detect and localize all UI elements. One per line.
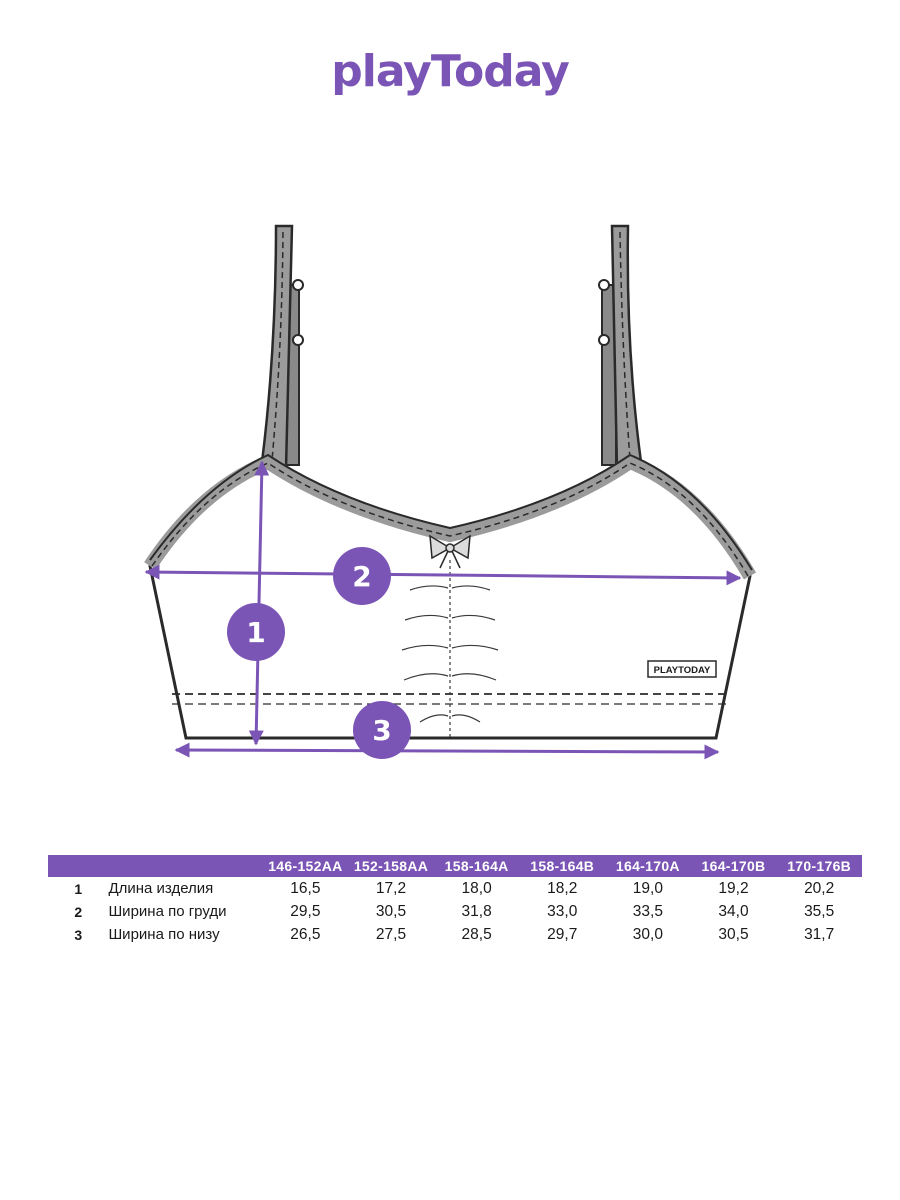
brand-tag-text: PLAYTODAY (654, 665, 711, 676)
row-label: Длина изделия (108, 880, 214, 897)
table-cell: 30,5 (375, 902, 407, 920)
size-column-header: 158-164A (433, 855, 520, 877)
brand-logo-text: playToday (331, 46, 570, 97)
row-number: 1 (74, 880, 83, 897)
marker-1-label: 1 (246, 616, 265, 649)
brand-logo: playToday (0, 50, 900, 94)
table-cell: 18,0 (461, 879, 492, 897)
row-number: 2 (74, 903, 83, 920)
table-cell: 35,5 (804, 902, 835, 920)
table-cell: 19,0 (632, 879, 663, 897)
table-cell: 34,0 (718, 902, 749, 920)
table-row: 2 Ширина по груди 29,5 30,5 31,8 33,0 33… (48, 900, 862, 923)
table-cell: 19,2 (718, 879, 749, 897)
table-cell: 27,5 (375, 925, 407, 943)
marker-1: 1 (227, 603, 285, 661)
neckline-binding (144, 454, 757, 580)
table-cell: 16,5 (290, 879, 321, 897)
size-table-header-blank (48, 855, 109, 877)
table-cell: 29,5 (290, 902, 321, 920)
table-cell: 31,8 (461, 902, 492, 920)
table-row: 3 Ширина по низу 26,5 27,5 28,5 29,7 30,… (48, 923, 862, 946)
table-cell: 18,2 (547, 879, 578, 897)
table-cell: 29,7 (547, 925, 578, 943)
size-column-header: 146-152AA (262, 855, 349, 877)
brand-tag: PLAYTODAY (647, 660, 717, 678)
row-label: Ширина по груди (108, 903, 227, 920)
size-column-header: 164-170B (690, 855, 777, 877)
size-table-header-blank-label (108, 855, 263, 877)
center-gathers (401, 560, 499, 738)
table-cell: 26,5 (290, 925, 321, 943)
strap-left (260, 224, 294, 470)
table-cell: 30,5 (718, 925, 749, 943)
size-column-header: 152-158AA (348, 855, 434, 877)
table-cell: 33,5 (632, 902, 663, 920)
marker-2-label: 2 (352, 560, 371, 593)
strap-right (610, 224, 643, 470)
table-cell: 20,2 (804, 879, 835, 897)
measure-line-chest (144, 564, 742, 586)
bow-icon (429, 534, 471, 569)
size-table: 146-152AA 152-158AA 158-164A 158-164B 16… (48, 855, 862, 946)
garment-sketch: PLAYTODAY 1 2 3 (144, 224, 757, 760)
size-column-header: 164-170A (605, 855, 691, 877)
table-cell: 28,5 (461, 925, 492, 943)
table-row: 1 Длина изделия 16,5 17,2 18,0 18,2 19,0… (48, 877, 862, 900)
table-cell: 17,2 (375, 879, 407, 897)
measure-line-length (248, 460, 270, 746)
row-label: Ширина по низу (108, 926, 220, 943)
size-column-header: 158-164B (519, 855, 606, 877)
marker-2: 2 (333, 547, 391, 605)
size-column-header: 170-176B (776, 855, 862, 877)
garment-body (148, 460, 752, 740)
marker-3-label: 3 (372, 714, 391, 747)
row-number: 3 (74, 926, 83, 943)
table-cell: 33,0 (547, 902, 578, 920)
marker-3: 3 (353, 701, 411, 759)
measure-line-hem (174, 742, 720, 760)
table-cell: 30,0 (632, 925, 663, 943)
size-table-header: 146-152AA 152-158AA 158-164A 158-164B 16… (48, 855, 862, 877)
table-cell: 31,7 (804, 925, 835, 943)
